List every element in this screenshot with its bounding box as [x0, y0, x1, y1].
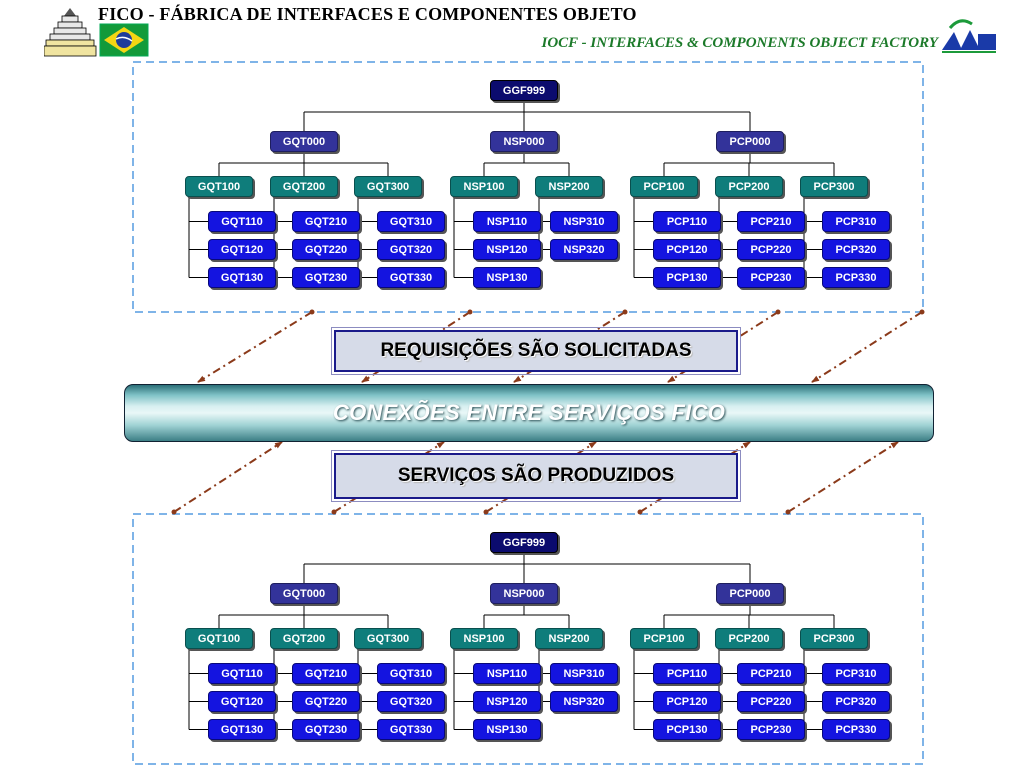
group-node: PCP000	[716, 131, 784, 152]
bus-label: CONEXÕES ENTRE SERVIÇOS FICO	[332, 400, 726, 425]
tree-connectors-top	[188, 101, 835, 278]
service-node: GQT330	[377, 267, 445, 288]
service-node: NSP320	[550, 239, 618, 260]
service-node: GQT120	[208, 691, 276, 712]
service-node: GQT230	[292, 719, 360, 740]
arrow-origin-dot	[467, 309, 473, 315]
service-node: PCP230	[737, 267, 805, 288]
service-node: NSP110	[473, 211, 541, 232]
arrow-origin-dot	[785, 509, 791, 515]
subgroup-node: NSP200	[535, 628, 603, 649]
service-node: NSP130	[473, 719, 541, 740]
connection-arrow	[811, 311, 923, 383]
subgroup-node: PCP300	[800, 176, 868, 197]
service-node: GQT310	[377, 663, 445, 684]
subgroup-node: GQT300	[354, 176, 422, 197]
service-node: NSP310	[550, 663, 618, 684]
arrow-origin-dot	[637, 509, 643, 515]
subgroup-node: GQT100	[185, 176, 253, 197]
service-node: GQT320	[377, 691, 445, 712]
tree-connectors-bottom	[188, 553, 835, 730]
service-node: GQT130	[208, 719, 276, 740]
service-node: NSP310	[550, 211, 618, 232]
arrow-origin-dot	[775, 309, 781, 315]
service-node: PCP310	[822, 211, 890, 232]
arrow-origin-dot	[622, 309, 628, 315]
service-node: NSP130	[473, 267, 541, 288]
bottom-frame	[132, 513, 924, 765]
requests-label: REQUISIÇÕES SÃO SOLICITADAS	[331, 327, 741, 375]
brazil-flag-pyramid-icon	[44, 8, 149, 57]
subgroup-node: PCP300	[800, 628, 868, 649]
service-node: PCP220	[737, 239, 805, 260]
arrow-origin-dot	[171, 509, 177, 515]
service-node: PCP130	[653, 719, 721, 740]
services-label: SERVIÇOS SÃO PRODUZIDOS	[331, 450, 741, 502]
iocf-logo-icon	[942, 19, 996, 53]
service-node: GQT320	[377, 239, 445, 260]
subgroup-node: NSP200	[535, 176, 603, 197]
service-node: NSP320	[550, 691, 618, 712]
subgroup-node: GQT300	[354, 628, 422, 649]
service-node: NSP120	[473, 691, 541, 712]
root-node: GGF999	[490, 532, 558, 553]
arrow-origin-dot	[331, 509, 337, 515]
connection-arrow	[787, 441, 899, 513]
connection-arrow	[173, 441, 283, 513]
service-node: PCP220	[737, 691, 805, 712]
subgroup-node: PCP200	[715, 176, 783, 197]
service-node: PCP310	[822, 663, 890, 684]
subgroup-node: PCP100	[630, 628, 698, 649]
arrow-origin-dot	[483, 509, 489, 515]
page-subtitle: IOCF - INTERFACES & COMPONENTS OBJECT FA…	[541, 35, 938, 51]
group-node: PCP000	[716, 583, 784, 604]
top-frame	[132, 61, 924, 313]
service-node: PCP110	[653, 211, 721, 232]
service-node: PCP320	[822, 691, 890, 712]
service-node: GQT210	[292, 663, 360, 684]
service-node: PCP210	[737, 211, 805, 232]
group-node: NSP000	[490, 583, 558, 604]
group-node: GQT000	[270, 583, 338, 604]
subgroup-node: NSP100	[450, 176, 518, 197]
service-node: PCP330	[822, 719, 890, 740]
service-node: GQT310	[377, 211, 445, 232]
service-node: PCP330	[822, 267, 890, 288]
service-node: GQT110	[208, 211, 276, 232]
service-node: PCP130	[653, 267, 721, 288]
root-node: GGF999	[490, 80, 558, 101]
subgroup-node: GQT100	[185, 628, 253, 649]
connection-arrow	[361, 311, 471, 383]
group-node: GQT000	[270, 131, 338, 152]
arrow-origin-dot	[919, 309, 925, 315]
connection-arrow	[197, 311, 313, 383]
service-node: GQT110	[208, 663, 276, 684]
subgroup-node: NSP100	[450, 628, 518, 649]
service-node: GQT230	[292, 267, 360, 288]
service-node: PCP230	[737, 719, 805, 740]
subgroup-node: PCP100	[630, 176, 698, 197]
service-node: PCP120	[653, 239, 721, 260]
service-node: NSP110	[473, 663, 541, 684]
subgroup-node: PCP200	[715, 628, 783, 649]
service-node: GQT220	[292, 691, 360, 712]
service-node: PCP320	[822, 239, 890, 260]
service-node: PCP120	[653, 691, 721, 712]
subgroup-node: GQT200	[270, 628, 338, 649]
group-node: NSP000	[490, 131, 558, 152]
page-title: FICO - FÁBRICA DE INTERFACES E COMPONENT…	[98, 4, 637, 24]
service-node: PCP110	[653, 663, 721, 684]
service-node: GQT220	[292, 239, 360, 260]
service-node: GQT120	[208, 239, 276, 260]
service-node: GQT210	[292, 211, 360, 232]
subgroup-node: GQT200	[270, 176, 338, 197]
arrow-origin-dot	[309, 309, 315, 315]
service-node: GQT330	[377, 719, 445, 740]
service-node: PCP210	[737, 663, 805, 684]
services-connection-bus: CONEXÕES ENTRE SERVIÇOS FICO	[124, 384, 934, 442]
service-node: GQT130	[208, 267, 276, 288]
service-node: NSP120	[473, 239, 541, 260]
